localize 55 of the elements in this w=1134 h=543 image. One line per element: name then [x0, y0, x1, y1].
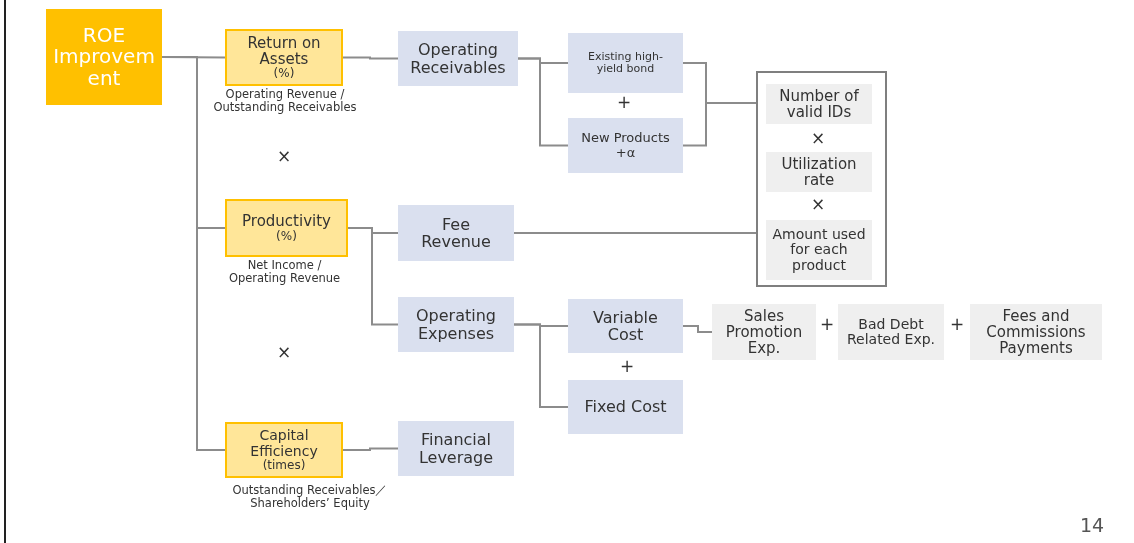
metric-box — [225, 29, 343, 86]
factor-box — [398, 31, 518, 86]
node-label: Fee Revenue — [421, 215, 491, 251]
connector-line — [513, 323, 569, 408]
connector-line — [517, 57, 569, 147]
formula-text: Operating Revenue / Outstanding Receivables — [212, 88, 358, 115]
operator-sign: × — [277, 344, 292, 361]
unit-label: (%) — [276, 229, 297, 243]
node-label: Existing high-yield bond — [587, 51, 664, 75]
operator-sign: + — [620, 358, 635, 375]
node-label: New Products +α — [580, 131, 671, 160]
connector-line — [513, 232, 757, 234]
connector-line — [342, 56, 399, 60]
connector-line — [682, 102, 757, 147]
factor-box — [398, 421, 514, 476]
factor-box — [568, 299, 683, 353]
operator-sign: × — [811, 130, 826, 147]
node-label: Financial Leverage — [417, 431, 495, 466]
node-label: Utilization rate — [780, 155, 858, 189]
component-box — [712, 304, 816, 360]
operator-sign: + — [950, 316, 965, 333]
node-label: Return on Assets — [246, 34, 322, 68]
node-label: Variable Cost — [592, 308, 659, 344]
connector-line — [682, 325, 713, 333]
node-label: Fixed Cost — [584, 398, 667, 416]
metric-box — [225, 199, 348, 257]
formula-text: Outstanding Receivables／ Shareholders’ Equity — [231, 484, 389, 511]
node-label: Operating Receivables — [409, 41, 507, 76]
node-label: Productivity — [242, 213, 331, 230]
box-shape — [756, 71, 887, 287]
operator-sign: × — [277, 148, 292, 165]
factor-box — [568, 380, 683, 434]
node-label: Amount used for each product — [771, 227, 867, 273]
unit-label: (%) — [273, 67, 295, 81]
factor-box — [568, 118, 683, 173]
connector-line — [347, 227, 399, 326]
goal-box — [46, 9, 162, 105]
node-label: Fees and Commissions Payments — [985, 307, 1087, 357]
node-label: Sales Promotion Exp. — [724, 307, 804, 357]
factor-box — [398, 205, 514, 261]
node-label: Bad Debt Related Exp. — [845, 316, 937, 348]
metric-box — [225, 422, 343, 478]
formula-text: Net Income / Operating Revenue — [227, 259, 342, 286]
node-label: Operating Expenses — [415, 307, 497, 342]
factor-box — [398, 297, 514, 352]
connector-line — [342, 447, 399, 451]
operator-sign: + — [820, 316, 835, 333]
operator-sign: + — [617, 94, 632, 111]
operator-sign: × — [811, 196, 826, 213]
unit-label: (times) — [262, 458, 306, 472]
page-number: 14 — [1080, 516, 1105, 535]
node-label: Capital Efficiency — [249, 428, 319, 459]
node-label: ROE Improvement — [52, 24, 156, 90]
node-label: Number of valid IDs — [778, 87, 860, 121]
factor-box — [568, 33, 683, 93]
